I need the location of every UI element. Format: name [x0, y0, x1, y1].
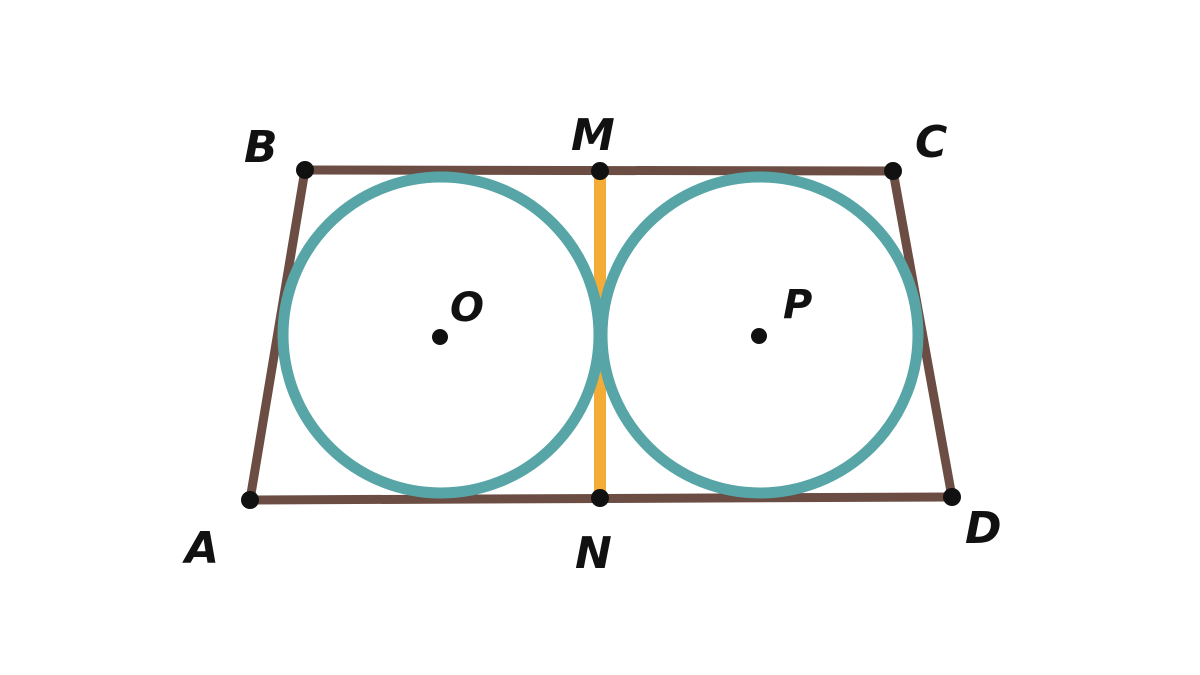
point-n [591, 489, 609, 507]
point-b [296, 161, 314, 179]
label-m: M [571, 110, 615, 161]
point-c [884, 162, 902, 180]
label-a: A [182, 523, 219, 574]
label-o: O [450, 285, 484, 331]
point-m [591, 162, 609, 180]
point-d [943, 488, 961, 506]
circle-p [596, 171, 924, 499]
point-p [751, 328, 767, 344]
point-a [241, 491, 259, 509]
label-p: P [783, 282, 812, 328]
point-o [432, 329, 448, 345]
label-d: D [965, 503, 1002, 554]
points [241, 161, 961, 509]
label-n: N [575, 528, 612, 579]
label-c: C [915, 117, 947, 168]
label-b: B [244, 122, 278, 173]
